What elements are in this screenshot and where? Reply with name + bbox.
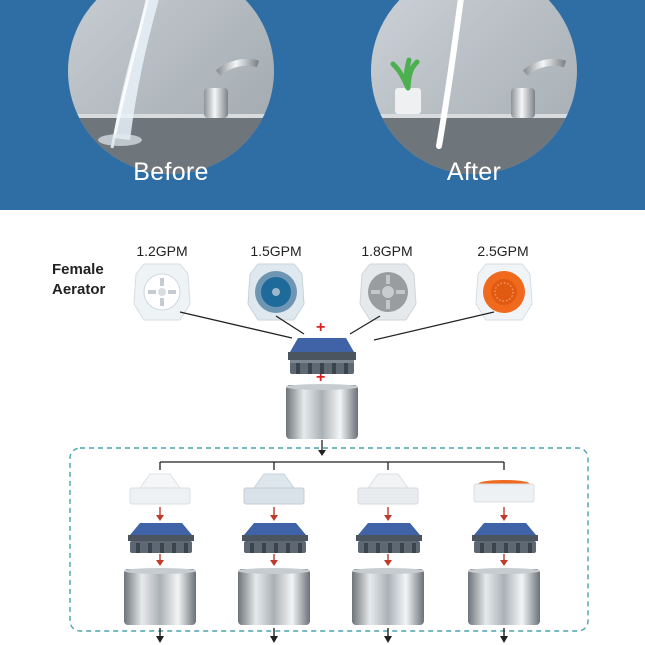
plus-sign-2: + [316,369,326,386]
aerator-insert-1-5gpm [244,260,308,324]
assembly-connector-lines [69,311,589,643]
female-aerator-label-line1: Female [52,261,104,278]
cone-housing-2 [240,521,310,555]
female-aerator-label-line2: Aerator [52,281,106,298]
plus-sign-1: + [316,319,326,336]
flow-rate-label-3: 1.8GPM [361,243,413,259]
chrome-body-2 [236,567,312,627]
chrome-body-1 [122,567,198,627]
flow-rate-label-1: 1.2GPM [136,243,188,259]
after-caption: After [446,158,502,186]
insert-white-3 [354,470,422,506]
flow-rate-label-4: 2.5GPM [477,243,529,259]
before-after-banner: Before After [0,0,645,210]
before-caption: Before [133,158,209,186]
central-aerator-housing [286,336,358,378]
female-aerator-label: Female Aerator [52,260,105,300]
insert-white-2 [240,470,308,506]
chrome-body-4 [466,567,542,627]
flow-rate-label-2: 1.5GPM [250,243,302,259]
cone-housing-1 [126,521,196,555]
after-faucet-photo [371,0,577,174]
cone-housing-4 [470,521,540,555]
aerator-insert-1-8gpm [356,260,420,324]
cone-housing-3 [354,521,424,555]
chrome-body-3 [350,567,426,627]
before-faucet-photo [68,0,274,174]
insert-orange-4 [470,478,538,506]
insert-white-1 [126,470,194,506]
aerator-insert-2-5gpm [472,260,536,324]
central-chrome-body [284,383,360,441]
aerator-insert-1-2gpm [130,260,194,324]
